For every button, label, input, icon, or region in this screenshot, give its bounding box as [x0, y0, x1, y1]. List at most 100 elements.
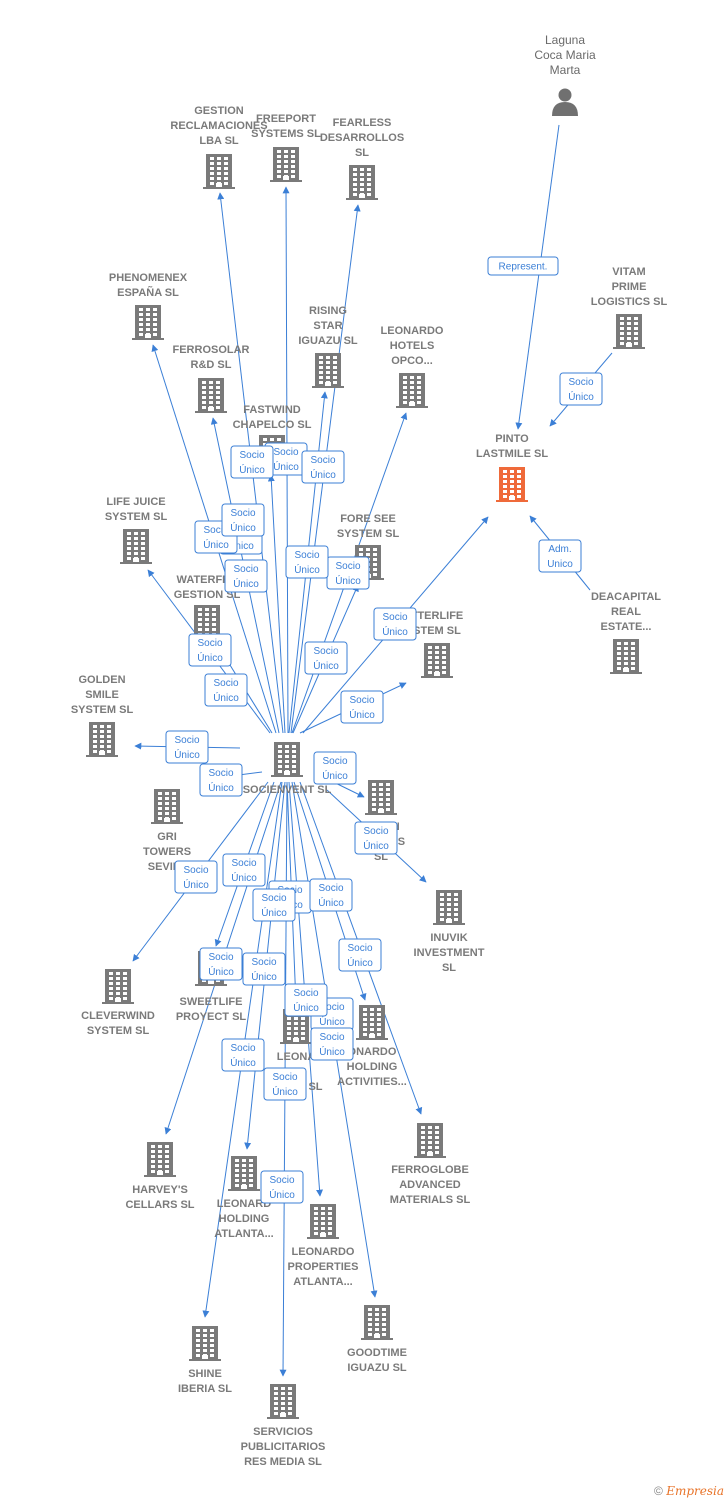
edge-label: Socio	[197, 638, 222, 649]
node-label: GESTION SL	[174, 589, 241, 601]
edge-label: Socio	[208, 952, 233, 963]
node-leonardo_opco[interactable]: LEONARDOHOTELSOPCO...	[381, 325, 444, 408]
node-label: IGUAZU SL	[347, 1362, 407, 1374]
edge-label: Socio	[318, 883, 343, 894]
node-label: ESPAÑA SL	[117, 286, 179, 299]
edge-label: Único	[230, 1056, 256, 1069]
edge-label: Socio	[319, 1002, 344, 1013]
edge-person-pinto	[515, 124, 560, 430]
node-label: SHINE	[188, 1368, 222, 1380]
node-leonardo_prop[interactable]: LEONARDOPROPERTIESATLANTA...	[288, 1204, 359, 1288]
edge-badge-deacapital-pinto[interactable]: Adm.Unico	[538, 539, 582, 573]
node-label: MATERIALS SL	[390, 1194, 471, 1206]
edge-label: Único	[230, 521, 256, 534]
edge-label: Socio	[208, 768, 233, 779]
edge-badge-person-pinto[interactable]: Represent.	[487, 256, 559, 276]
building-icon	[120, 529, 152, 564]
node-label: HOTELS	[390, 340, 435, 352]
edge-label: Unico	[547, 559, 573, 570]
node-label: PUBLICITARIOS	[241, 1441, 326, 1453]
node-label: Laguna	[545, 33, 585, 47]
node-label: LOGISTICS SL	[591, 296, 668, 308]
node-label: Marta	[550, 63, 581, 77]
node-label: FEARLESS	[333, 117, 392, 129]
brand-name: Empresia	[666, 1484, 724, 1498]
node-label: VITAM	[612, 266, 645, 278]
node-label: ACTIVITIES...	[337, 1076, 407, 1088]
node-leonardo_atlanta[interactable]: LEONARDHOLDINGATLANTA...	[214, 1156, 274, 1240]
edge-label: Socio	[174, 735, 199, 746]
node-deacapital[interactable]: DEACAPITALREALESTATE...	[591, 591, 661, 674]
node-label: SYSTEM SL	[105, 511, 168, 523]
edge-label: Socio	[568, 377, 593, 388]
edge-label: Único	[335, 574, 361, 587]
building-icon	[421, 643, 453, 678]
node-socienvent[interactable]: SOCIENVENT SL	[243, 742, 332, 796]
edge-label: Único	[231, 871, 257, 884]
node-label: CELLARS SL	[125, 1199, 194, 1211]
node-label: LEONARDO	[292, 1246, 355, 1258]
node-leonardo_holding_act[interactable]: ONARDOHOLDINGACTIVITIES...	[337, 1005, 407, 1088]
footer-brand[interactable]: © Empresia	[654, 1484, 724, 1498]
edge-label: Socio	[335, 561, 360, 572]
building-icon	[271, 742, 303, 777]
edge-label: Socio	[230, 508, 255, 519]
building-icon	[144, 1142, 176, 1177]
building-icon	[433, 890, 465, 925]
node-label: STEM SL	[413, 625, 461, 637]
building-icon	[267, 1384, 299, 1419]
node-label: PROPERTIES	[288, 1261, 359, 1273]
edge-label: Socio	[349, 695, 374, 706]
edge-label: Represent.	[499, 262, 548, 273]
